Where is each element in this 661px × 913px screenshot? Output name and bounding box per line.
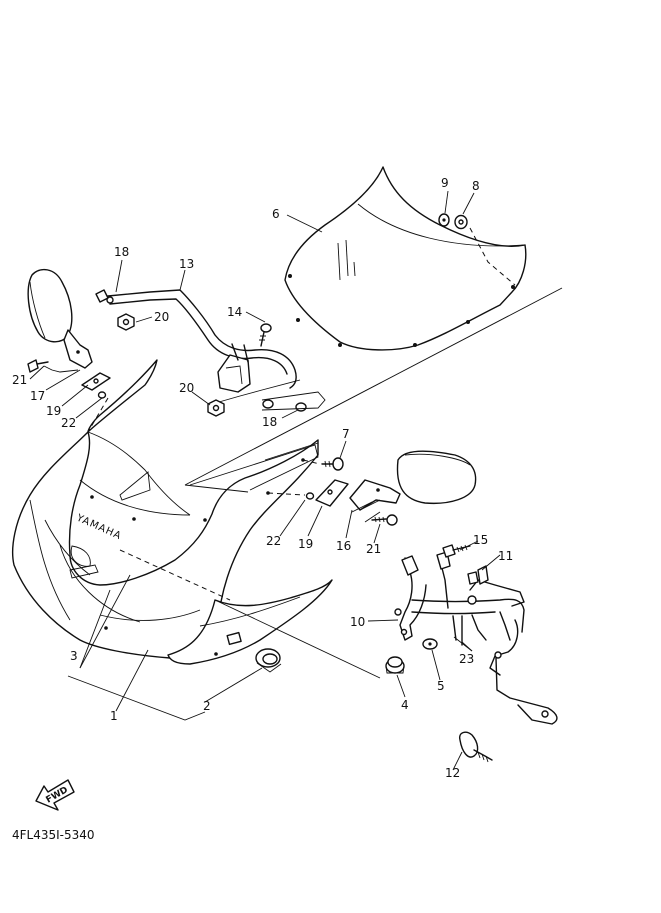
callout-10: 10 <box>350 615 365 629</box>
callout-22-right: 22 <box>266 534 281 548</box>
brand-decal-text: YAMAHA <box>74 512 123 542</box>
guide-line-windshield <box>184 287 563 486</box>
leader-mirror-left <box>87 397 109 433</box>
callout-14: 14 <box>227 305 242 319</box>
callout-17: 17 <box>30 389 45 403</box>
leader-screw-7 <box>302 459 321 465</box>
grommet-2[interactable] <box>255 648 282 673</box>
callout-22-left: 22 <box>61 416 76 430</box>
callout-21-left: 21 <box>12 373 27 387</box>
callout-1: 1 <box>110 709 118 723</box>
bracket-11[interactable] <box>467 565 489 605</box>
screw-21-left[interactable] <box>27 359 49 373</box>
callout-16: 16 <box>336 539 351 553</box>
callout-18-upper: 18 <box>114 245 129 259</box>
washer-8[interactable] <box>454 214 468 230</box>
callout-11: 11 <box>498 549 513 563</box>
callout-4: 4 <box>401 698 409 712</box>
callout-21-right: 21 <box>366 542 381 556</box>
screw-21-right[interactable] <box>371 514 398 526</box>
screw-9[interactable] <box>438 213 450 227</box>
gasket-19-left[interactable] <box>81 372 111 391</box>
cut-mark <box>351 499 381 513</box>
collar-18-upper[interactable] <box>95 289 109 303</box>
callout-8: 8 <box>472 179 480 193</box>
bolt-14[interactable] <box>259 323 272 347</box>
nut-20-upper[interactable] <box>117 313 135 331</box>
callout-3: 3 <box>70 649 78 663</box>
windshield[interactable] <box>284 166 527 351</box>
guide-line-lower <box>214 599 381 679</box>
diagram-code: 4FL435I-5340 <box>12 828 95 842</box>
callout-18-lower: 18 <box>262 415 277 429</box>
callout-19-left: 19 <box>46 404 61 418</box>
collar-5[interactable] <box>422 638 438 650</box>
callout-12: 12 <box>445 766 460 780</box>
callout-2: 2 <box>203 699 211 713</box>
nut-20-lower[interactable] <box>207 399 225 417</box>
gasket-19-right[interactable] <box>315 479 349 507</box>
mount-hole-7 <box>301 458 305 462</box>
nut-22-left[interactable] <box>97 391 107 399</box>
callout-7: 7 <box>342 427 350 441</box>
nut-22-right[interactable] <box>305 492 315 500</box>
forward-arrow: FWD <box>35 779 75 811</box>
callout-15: 15 <box>473 533 488 547</box>
grommet-4[interactable] <box>385 656 405 674</box>
callout-6: 6 <box>272 207 280 221</box>
collar-18-lower[interactable] <box>261 391 326 412</box>
leader-windshield-screw <box>469 227 516 286</box>
callout-leaders <box>29 190 501 771</box>
callout-9: 9 <box>441 176 449 190</box>
stay-13[interactable] <box>106 289 301 405</box>
bolt-15[interactable] <box>442 544 471 558</box>
callout-20-lower: 20 <box>179 381 194 395</box>
cowling-lower-panel[interactable] <box>167 579 333 665</box>
cut-mark-2 <box>364 511 381 523</box>
mirror-left[interactable] <box>27 268 93 369</box>
callout-13: 13 <box>179 257 194 271</box>
band-12[interactable] <box>458 731 493 763</box>
callout-5: 5 <box>437 679 445 693</box>
grommet-block <box>226 631 242 646</box>
callout-labels: 9 8 6 18 13 20 14 20 18 21 17 19 22 7 22… <box>12 176 513 780</box>
screw-7[interactable] <box>321 457 344 471</box>
mount-hole-22 <box>266 491 270 495</box>
callout-20-upper: 20 <box>154 310 169 324</box>
mirror-right[interactable] <box>349 450 477 511</box>
callout-19-right: 19 <box>298 537 313 551</box>
callout-23: 23 <box>459 652 474 666</box>
guide-dash-lower <box>119 549 231 601</box>
leader-mirror-right <box>267 492 306 496</box>
